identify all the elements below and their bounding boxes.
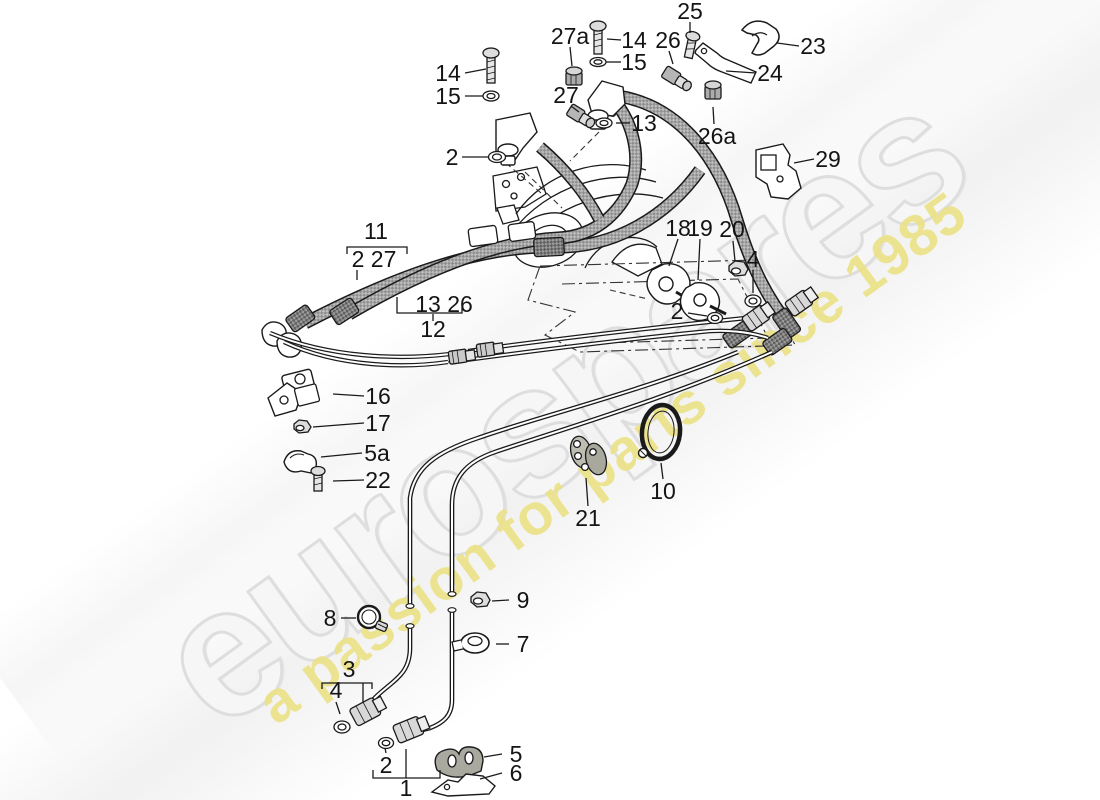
part-label-27: 27 [553, 82, 579, 108]
part-label-20: 20 [719, 216, 745, 242]
part-label-6: 6 [510, 760, 523, 786]
part-label-7: 7 [517, 631, 530, 657]
part-label-22: 22 [365, 467, 391, 493]
part-bolt-14-left [482, 47, 500, 84]
part-label-16: 16 [365, 383, 391, 409]
part-label-29: 29 [815, 146, 841, 172]
part-label-15: 15 [621, 49, 647, 75]
part-bolt-14-top [589, 20, 607, 55]
part-label-27a: 27a [551, 23, 590, 49]
part-strap-24 [694, 42, 757, 84]
part-label-26a: 26a [698, 123, 737, 149]
part-clamp-5 [434, 746, 484, 778]
part-label-9: 9 [517, 587, 530, 613]
leader-line [660, 462, 664, 480]
leader-line [725, 70, 757, 74]
leader-line [320, 452, 363, 458]
part-label-1: 1 [400, 775, 413, 800]
part-label-25: 25 [677, 0, 703, 24]
part-fitting-26 [661, 65, 692, 92]
part-label-15: 15 [435, 83, 461, 109]
part-grommet-21 [569, 435, 608, 476]
pipe-unions [349, 286, 820, 744]
part-label-24: 24 [757, 60, 783, 86]
part-label-5a: 5a [364, 440, 390, 466]
part-label-10: 10 [650, 478, 676, 504]
part-label-11: 11 [364, 218, 388, 244]
leader-line [332, 393, 365, 397]
part-bracket-16 [267, 368, 321, 417]
leader-line [776, 42, 800, 47]
leader-line [312, 422, 365, 428]
group-bracket [321, 682, 373, 689]
leader-line [491, 599, 510, 602]
part-label-26: 26 [655, 27, 681, 53]
part-grommet-26a [704, 80, 722, 100]
leader-line [570, 105, 580, 113]
leader-line [332, 479, 365, 482]
part-label-2: 2 [380, 752, 393, 778]
part-fitting-27 [566, 103, 596, 129]
part-label-4: 4 [747, 246, 760, 272]
part-grommet-27a [565, 66, 583, 86]
part-label-21: 21 [575, 505, 601, 531]
leader-line [697, 238, 701, 281]
hardware-parts [267, 20, 802, 797]
leader-line [569, 46, 573, 67]
part-clip-23 [740, 20, 780, 56]
part-label-5: 5 [510, 741, 523, 767]
part-label-23: 23 [800, 33, 826, 59]
leader-line [668, 238, 679, 267]
part-label-17: 17 [365, 410, 391, 436]
part-label-14: 14 [621, 27, 647, 53]
leader-line [384, 747, 387, 754]
part-label-2: 2 [446, 144, 459, 170]
part-bracket-29 [755, 143, 802, 200]
leader-line [793, 158, 815, 164]
leader-line [335, 701, 341, 715]
leader-line [712, 106, 715, 125]
leader-line [668, 50, 674, 65]
part-label-2-27: 2 27 [352, 246, 397, 272]
part-bracket-6 [430, 773, 496, 797]
leader-line [585, 477, 589, 507]
group-bracket [346, 246, 408, 254]
leader-line [479, 772, 503, 780]
leader-line [687, 312, 708, 317]
leader-line [732, 240, 736, 262]
part-label-14: 14 [435, 60, 461, 86]
part-label-2: 2 [671, 298, 684, 324]
part-label-19: 19 [687, 215, 713, 241]
thin-pipes [269, 315, 773, 734]
leader-line [464, 68, 487, 74]
part-bolt-25 [683, 30, 701, 60]
part-label-3: 3 [343, 656, 356, 682]
part-ring-clamp-10 [637, 402, 683, 462]
part-label-13: 13 [631, 110, 657, 136]
part-bolt-22 [310, 465, 326, 492]
part-label-4: 4 [330, 677, 343, 703]
group-bracket [396, 297, 463, 314]
leader-line [483, 753, 503, 758]
part-label-8: 8 [324, 605, 337, 631]
part-label-18: 18 [665, 215, 691, 241]
leader-line [606, 38, 622, 41]
part-clamp-8 [356, 604, 389, 633]
part-grommet-7 [451, 632, 490, 654]
